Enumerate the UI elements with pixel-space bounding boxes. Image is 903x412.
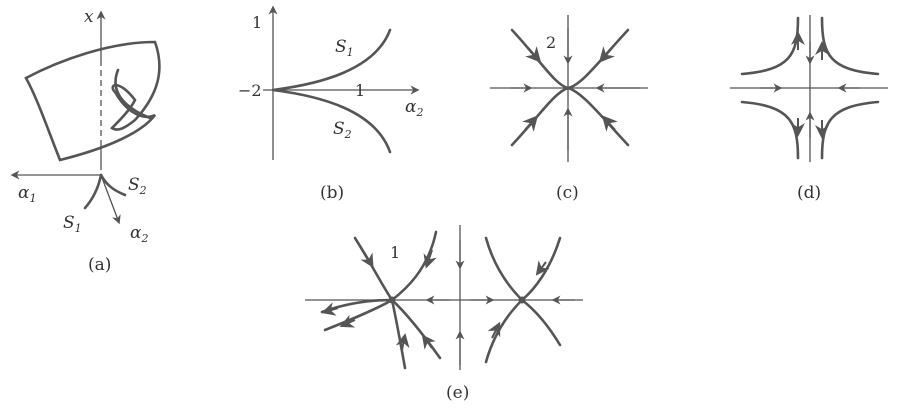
traj-e-r-ur: [520, 236, 562, 302]
hyperbola-lower-right-d: [820, 100, 880, 160]
caption-e: (e): [446, 383, 469, 403]
alpha2-axis: [100, 174, 121, 225]
right-tick-b: 1: [355, 81, 365, 100]
caption-d: (d): [797, 183, 821, 203]
trajectory-lower-left-c: [510, 86, 570, 147]
alpha1-label: α1: [18, 183, 36, 205]
arrow-e-1: [360, 251, 374, 269]
x-axis-label: x: [84, 7, 94, 27]
label-2-c: 2: [546, 33, 556, 52]
cusp-curve-s2: [99, 173, 127, 197]
panel-a: x α1 S2 S1 α2 (a): [10, 7, 161, 275]
panel-b: 1 −2 1 α2 S1 S2 (b): [238, 5, 423, 203]
arrow-e-2: [423, 249, 437, 269]
left-tick-b: −2: [238, 81, 262, 100]
traj-e-r-ul: [484, 236, 524, 302]
arrow-e-5: [395, 333, 410, 351]
fold-inner-curve: [114, 68, 152, 120]
caption-a: (a): [88, 255, 111, 275]
panel-e: 1 (e): [305, 225, 583, 403]
caption-b: (b): [320, 183, 344, 203]
arrow-e-4: [339, 314, 356, 328]
bifurcation-curve-s1: [271, 28, 392, 92]
cusp-curve-s1: [83, 173, 103, 210]
arrow-e-6: [421, 334, 436, 350]
arrow-ul-c: [525, 46, 542, 63]
traj-e-br: [390, 298, 442, 360]
traj-e-r-lr: [520, 298, 562, 347]
label-1-e: 1: [390, 243, 400, 262]
arrow-lr-c: [601, 115, 618, 132]
trajectory-lower-right-c: [566, 86, 630, 147]
fold-surface: [24, 40, 161, 162]
bifurcation-curve-s2: [271, 88, 392, 154]
trajectory-upper-right-c: [566, 28, 630, 90]
s2-label-a: S2: [128, 175, 147, 197]
axis-label-b: α2: [405, 97, 423, 119]
caption-c: (c): [556, 183, 579, 203]
traj-e-lll: [323, 298, 394, 332]
arrow-ur-c: [598, 46, 615, 63]
hyperbola-lower-left-d: [740, 100, 800, 160]
panel-c: 2 (c): [490, 15, 648, 203]
arrow-ll-c: [522, 115, 539, 132]
traj-e-ur: [390, 230, 438, 302]
s1-label-b: S1: [335, 37, 354, 59]
arrow-e-7: [535, 260, 550, 276]
hyperbola-upper-right-d: [820, 16, 880, 76]
s1-label-a: S1: [63, 213, 82, 235]
top-tick-b: 1: [252, 13, 262, 32]
traj-e-r-ll: [484, 298, 524, 364]
arrow-e-3: [321, 302, 339, 316]
arrow-e-8: [487, 321, 501, 339]
traj-e-ul: [353, 236, 394, 302]
hyperbola-upper-left-d: [740, 16, 800, 76]
traj-e-bl: [390, 298, 407, 370]
trajectory-upper-left-c: [510, 28, 570, 90]
s2-label-b: S2: [333, 119, 352, 141]
alpha2-label: α2: [130, 223, 148, 245]
panel-d: (d): [730, 15, 888, 203]
